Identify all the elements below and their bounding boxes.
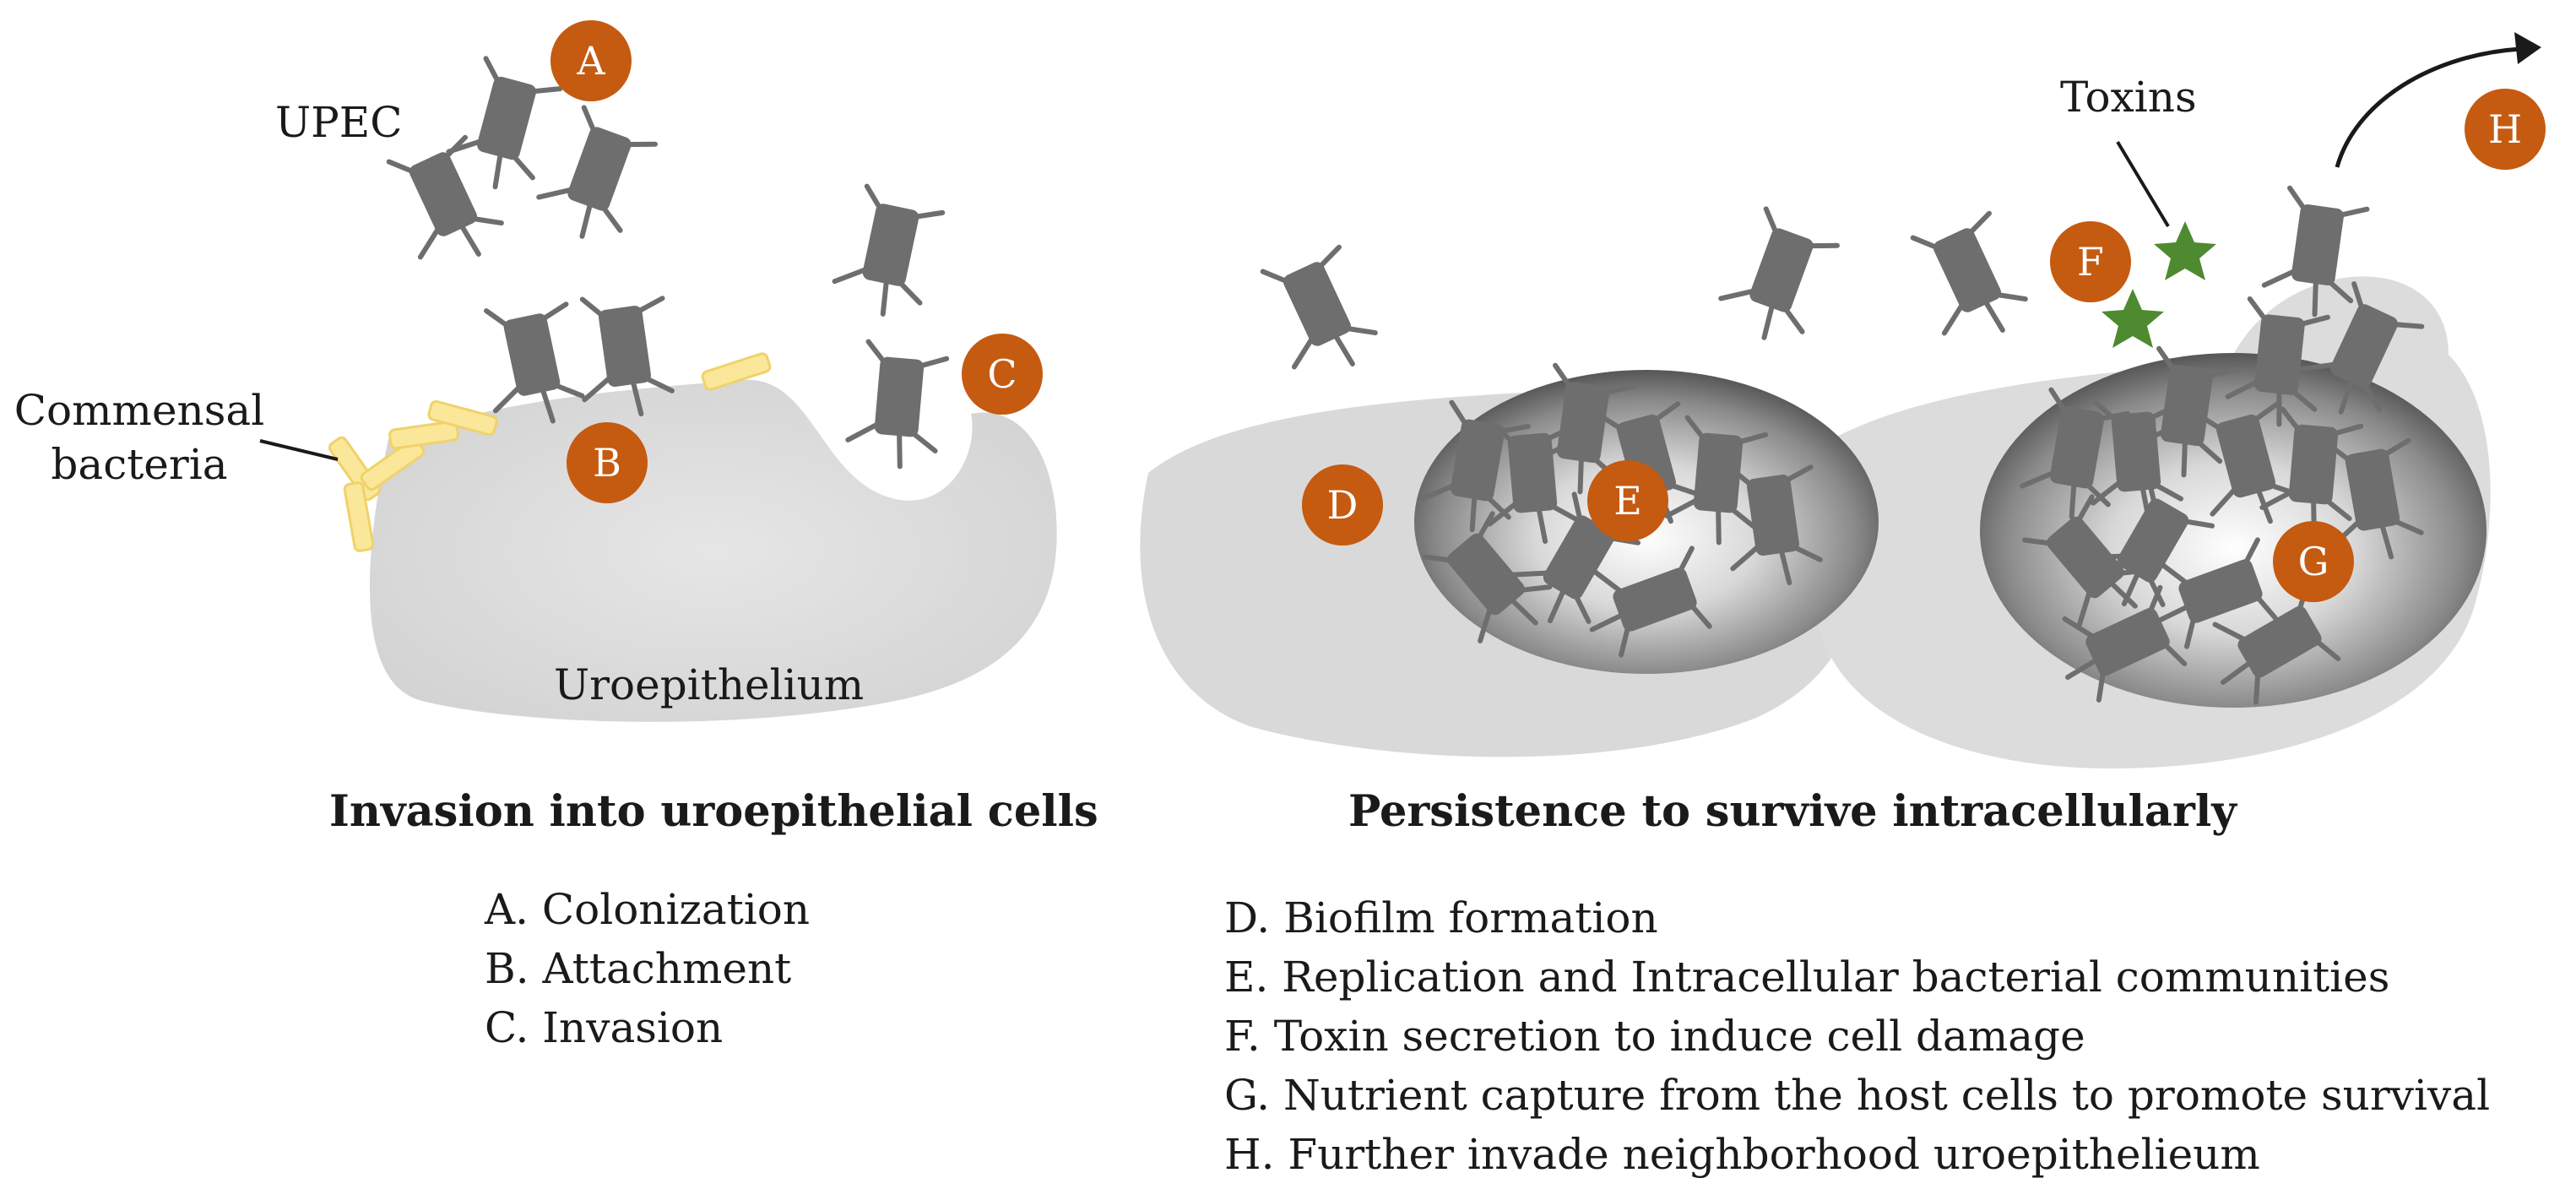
commensal-bacteria: [328, 352, 772, 552]
upec-bacterium: [2261, 187, 2368, 320]
svg-text:A: A: [576, 38, 605, 84]
toxins-pointer: [2116, 140, 2170, 228]
marker-a: A: [550, 20, 632, 101]
marker-g: G: [2273, 521, 2354, 602]
marker-e: E: [1587, 460, 1668, 541]
toxin-star-icon: [2101, 289, 2164, 348]
marker-f: F: [2050, 221, 2131, 302]
commensal-label-line1: Commensal: [14, 386, 265, 435]
upec-bacterium: [846, 340, 947, 470]
ibc-cluster-right: [1980, 353, 2487, 708]
marker-d: D: [1302, 464, 1383, 546]
commensal-label: Commensal bacteria: [0, 383, 279, 491]
list-item: D. Biofilm formation: [1224, 893, 1658, 942]
list-item: H. Further invade neighborhood uroepithe…: [1224, 1130, 2260, 1179]
upec-bacterium: [830, 184, 945, 322]
upec-label: UPEC: [275, 98, 403, 147]
spread-arrow-icon: [2335, 46, 2521, 168]
marker-h: H: [2465, 89, 2546, 170]
upec-bacterium: [1713, 205, 1841, 350]
svg-text:C: C: [987, 351, 1017, 397]
upec-bacterium: [531, 104, 659, 249]
list-item: F. Toxin secretion to induce cell damage: [1224, 1012, 2085, 1061]
svg-text:B: B: [593, 440, 621, 486]
list-item: G. Nutrient capture from the host cells …: [1224, 1071, 2491, 1120]
list-item: A. Colonization: [485, 885, 811, 934]
svg-text:F: F: [2077, 239, 2104, 285]
commensal-label-line2: bacteria: [51, 440, 228, 489]
toxin-star-icon: [2154, 221, 2216, 280]
marker-c: C: [962, 334, 1043, 415]
upec-bacterium: [443, 56, 563, 197]
list-item: C. Invasion: [485, 1003, 724, 1052]
persistence-steps: D. Biofilm formation E. Replication and …: [1224, 888, 2490, 1184]
marker-b: B: [567, 422, 648, 503]
persistence-heading: Persistence to survive intracellularly: [1348, 786, 2237, 837]
svg-text:G: G: [2298, 539, 2329, 584]
uroepithelium-label: Uroepithelium: [554, 660, 865, 709]
commensal-pointer: [259, 439, 339, 461]
list-item: E. Replication and Intracellular bacteri…: [1224, 953, 2390, 1002]
list-item: B. Attachment: [485, 944, 792, 993]
spread-arrowhead-icon: [2514, 32, 2541, 64]
invasion-steps: A. Colonization B. Attachment C. Invasio…: [485, 880, 810, 1057]
invasion-heading: Invasion into uroepithelial cells: [329, 786, 1098, 837]
uroepithelium-cell: [369, 379, 1057, 722]
upec-bacterium: [1252, 238, 1386, 387]
svg-text:H: H: [2488, 106, 2522, 152]
svg-text:D: D: [1327, 482, 1359, 528]
svg-text:E: E: [1613, 478, 1642, 524]
toxins-label: Toxins: [2060, 73, 2197, 122]
upec-bacterium: [1902, 204, 2036, 353]
